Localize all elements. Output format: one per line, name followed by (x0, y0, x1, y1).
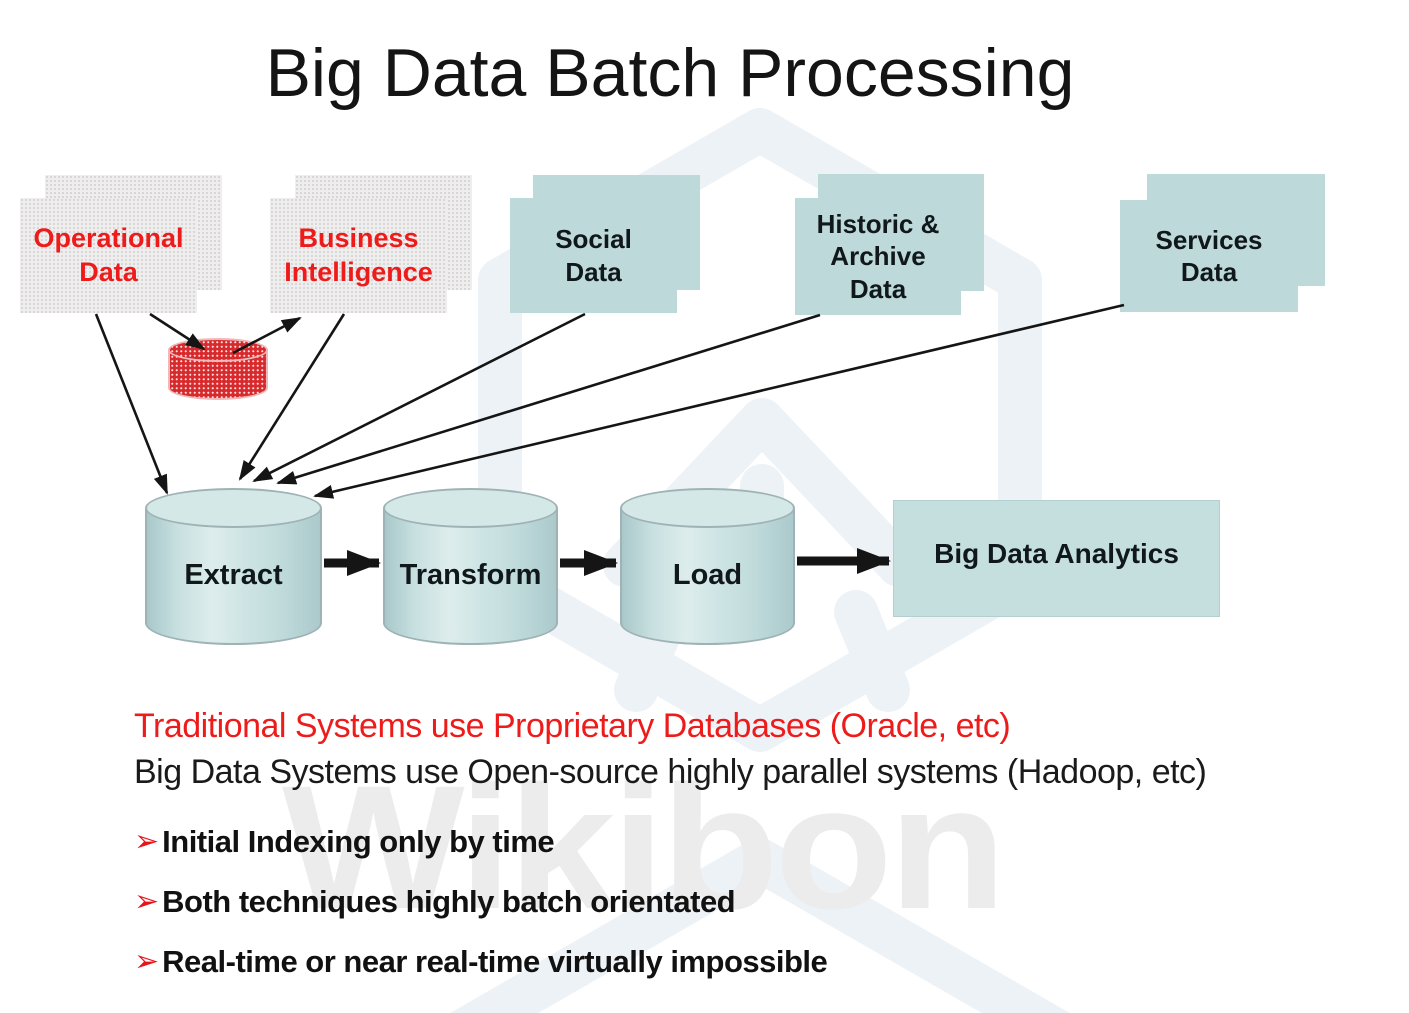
box-front: Business Intelligence (270, 198, 447, 313)
cylinder-body: Extract (145, 508, 322, 645)
hexagon-outline (478, 108, 1042, 752)
sink-label: Big Data Analytics (934, 537, 1179, 569)
arrowhead-bullet-icon: ➢ (134, 824, 160, 859)
database-cylinder-icon (168, 338, 268, 400)
cylinder-top (145, 488, 322, 528)
hexagon-leg-right (834, 590, 910, 712)
source-label-social-data: Social Data (555, 224, 632, 287)
box-front: Social Data (510, 198, 677, 313)
cylinder-body: Load (620, 508, 795, 645)
arrowhead-bullet-icon: ➢ (134, 884, 160, 919)
big-data-analytics-box: Big Data Analytics (893, 500, 1220, 617)
cylinder-body: Transform (383, 508, 558, 645)
list-item: ➢ Real-time or near real-time virtually … (134, 940, 828, 984)
note-traditional-systems: Traditional Systems use Proprietary Data… (134, 707, 1011, 745)
box-front: Services Data (1120, 200, 1298, 312)
box-front: Historic & Archive Data (795, 198, 961, 315)
stage-cylinder-load: Load (620, 488, 795, 645)
stage-label-load: Load (672, 559, 743, 591)
source-label-operational-data: Operational Data (33, 222, 184, 287)
source-box-historic-archive-data: Historic & Archive Data (795, 174, 984, 315)
wikibon-text-watermark: Wikibon (282, 750, 1007, 946)
stage-cylinder-transform: Transform (383, 488, 558, 645)
bullet-text-real-time-impossible: Real-time or near real-time virtually im… (162, 944, 828, 979)
source-box-services-data: Services Data (1120, 174, 1325, 312)
stage-label-extract: Extract (184, 559, 283, 591)
hexagon-bottom-partial (450, 838, 1070, 1013)
list-item: ➢ Initial Indexing only by time (134, 820, 827, 864)
box-front: Operational Data (20, 198, 197, 313)
source-box-social-data: Social Data (510, 175, 700, 313)
notes-block: Traditional Systems use Proprietary Data… (134, 703, 1207, 795)
bullet-list: ➢ Initial Indexing only by time ➢ Both t… (134, 820, 828, 1000)
stage-label-transform: Transform (399, 559, 542, 591)
source-label-services-data: Services Data (1155, 224, 1263, 288)
cylinder-top (620, 488, 795, 528)
source-label-business-intelligence: Business Intelligence (284, 222, 433, 287)
page-title: Big Data Batch Processing (265, 35, 1075, 111)
stage-cylinder-extract: Extract (145, 488, 322, 645)
note-big-data-systems: Big Data Systems use Open-source highly … (134, 753, 1207, 791)
list-item: ➢ Both techniques highly batch orientate… (134, 880, 827, 924)
source-label-historic-archive-data: Historic & Archive Data (816, 208, 940, 304)
bullet-text-batch-orientated: Both techniques highly batch orientated (162, 884, 736, 919)
arrowhead-bullet-icon: ➢ (134, 944, 160, 979)
bullet-text-initial-indexing: Initial Indexing only by time (162, 824, 555, 859)
source-box-operational-data: Operational Data (20, 175, 222, 313)
source-box-business-intelligence: Business Intelligence (270, 175, 472, 313)
cylinder-top (383, 488, 558, 528)
cylinder-top (168, 338, 268, 362)
